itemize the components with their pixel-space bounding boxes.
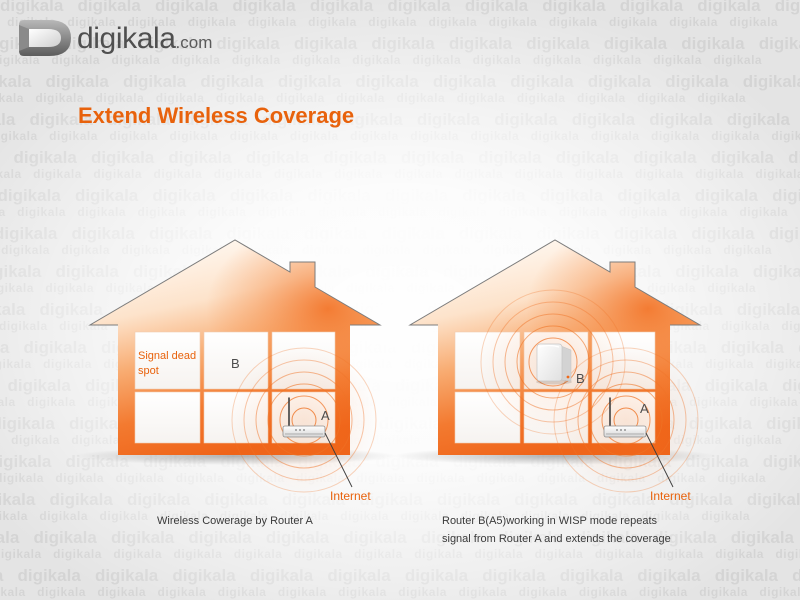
- router-a-label: A: [640, 401, 649, 416]
- signal-wave-ring: [255, 371, 353, 469]
- router-led: [295, 429, 297, 431]
- digikala-logo: digikala.com: [16, 16, 226, 60]
- extender-highlight: [538, 344, 560, 348]
- router-a-label: A: [321, 408, 330, 423]
- router-a-icon: [282, 397, 326, 438]
- router-led: [616, 429, 618, 431]
- logo-wordmark: digikala: [77, 22, 176, 55]
- caption-right-line1: Router B(A5)working in WISP mode repeats: [442, 515, 657, 527]
- router-b-label: B: [231, 356, 240, 371]
- signal-wave-ring: [243, 359, 365, 481]
- extender-front: [536, 343, 563, 382]
- signal-wave-ring: [279, 395, 329, 445]
- router-front-strip: [606, 433, 644, 435]
- window: [134, 331, 201, 390]
- router-led: [299, 429, 301, 431]
- caption-right-line2: signal from Router A and extends the cov…: [442, 533, 671, 545]
- router-a-icon: [603, 397, 647, 438]
- signal-wave-ring: [553, 347, 699, 493]
- logo-tld: .com: [175, 33, 213, 52]
- router-led: [303, 429, 305, 431]
- caption-left: Wireless Cowerage by Router A: [157, 515, 314, 527]
- internet-label: Internet: [650, 489, 691, 503]
- router-body: [603, 425, 647, 438]
- router-body: [282, 425, 326, 438]
- logo-inner-shape: [29, 29, 61, 47]
- digikala-logo-icon: [19, 20, 71, 56]
- extender-led: [566, 375, 570, 379]
- signal-wave-ring: [231, 347, 377, 493]
- roof-outline: [408, 239, 702, 326]
- router-b-label: B: [576, 371, 585, 386]
- signal-waves-router-a-icon: [230, 346, 378, 494]
- router-led: [620, 429, 622, 431]
- extender-side: [560, 345, 572, 382]
- house-left: Signal dead spot B A Internet Wireless C…: [73, 239, 397, 527]
- router-b-extender-icon: [536, 343, 572, 385]
- house-right: B A Internet Router B(A5)working in WISP…: [393, 239, 717, 545]
- router-led: [624, 429, 626, 431]
- signal-waves-router-a-icon: [552, 346, 700, 494]
- logo-side-shape: [19, 25, 29, 51]
- signal-wave-ring: [589, 383, 663, 457]
- dead-spot-label-line2: spot: [138, 365, 159, 377]
- page-title: Extend Wireless Coverage: [78, 103, 355, 128]
- roof-outline: [88, 239, 382, 326]
- internet-cable: [645, 432, 674, 488]
- signal-wave-ring: [577, 371, 675, 469]
- signal-glow: [230, 346, 378, 494]
- signal-wave-ring: [565, 359, 687, 481]
- window: [134, 391, 201, 444]
- logo-text: digikala.com: [77, 22, 212, 56]
- signal-glow: [552, 346, 700, 494]
- router-front-strip: [285, 433, 323, 435]
- internet-cable: [324, 432, 353, 488]
- internet-label: Internet: [330, 489, 371, 503]
- signal-wave-ring: [267, 383, 341, 457]
- signal-wave-ring: [601, 395, 651, 445]
- signal-wave-ring: [528, 337, 578, 387]
- dead-spot-label-line1: Signal dead: [138, 350, 196, 362]
